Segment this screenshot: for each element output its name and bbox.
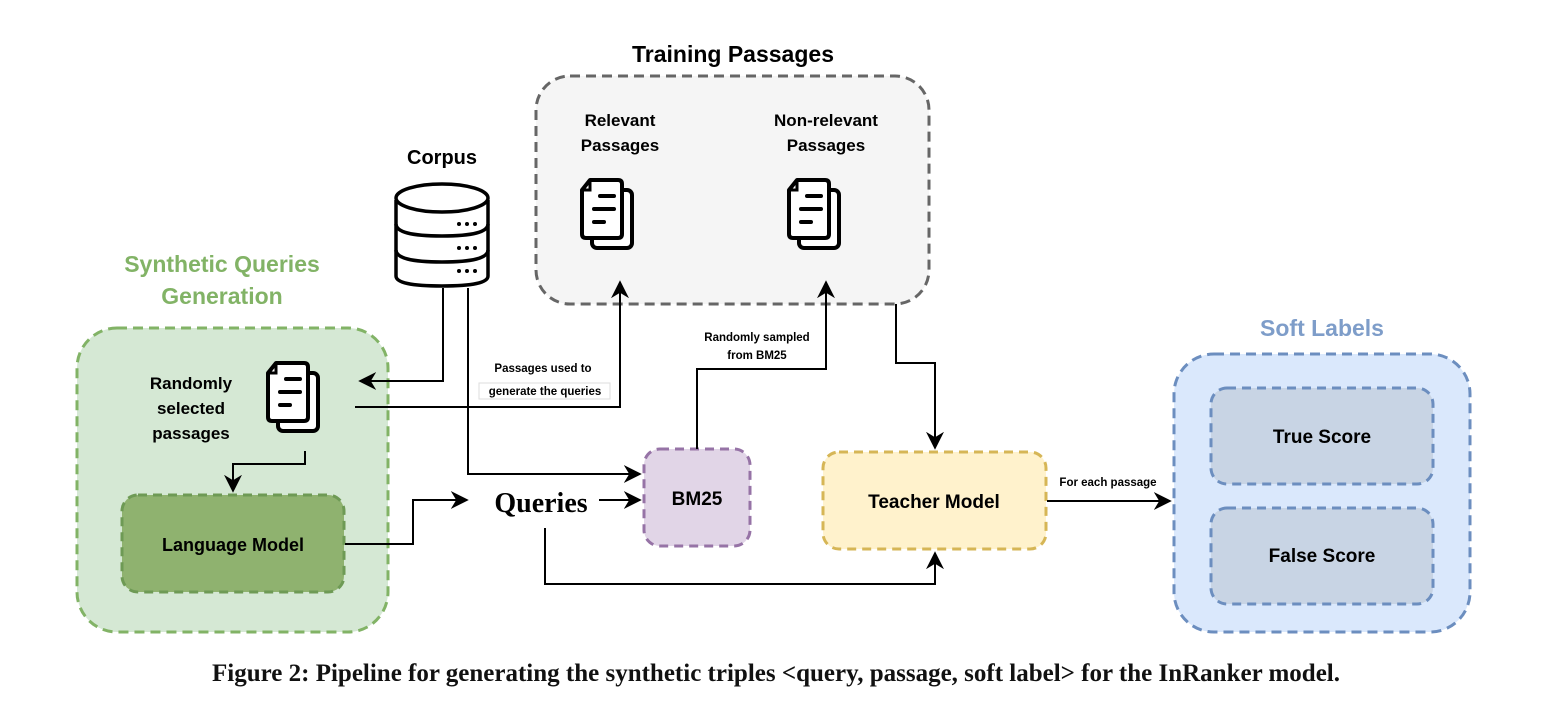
teacher-model-node <box>821 450 1048 551</box>
edge-lm-to-queries <box>345 491 469 545</box>
selected-passages-line2: selected <box>157 399 225 418</box>
synthetic-queries-title-line1: Synthetic Queries <box>124 251 320 277</box>
training-passages-title: Training Passages <box>632 41 834 67</box>
edge-label-randomly-sampled-line2: from BM25 <box>727 350 787 362</box>
selected-passages-documents-icon <box>266 361 320 433</box>
non-relevant-label-line1: Non-relevant <box>774 111 878 130</box>
language-model-node <box>120 493 346 594</box>
edge-label-passages-used-bg <box>478 382 611 400</box>
false-score-label: False Score <box>1269 546 1376 567</box>
edge-label-randomly-sampled-line1: Randomly sampled <box>704 332 809 344</box>
database-icon <box>394 182 490 288</box>
pipeline-diagram: Training Passages Relevant Passages Non-… <box>75 41 1472 634</box>
teacher-model-label: Teacher Model <box>868 492 1000 513</box>
selected-passages-line3: passages <box>152 424 230 443</box>
figure-caption: Figure 2: Pipeline for generating the sy… <box>212 660 1340 687</box>
edge-training-to-teacher <box>895 304 944 450</box>
false-score-box <box>1209 506 1435 606</box>
non-relevant-documents-icon <box>787 178 841 250</box>
queries-label: Queries <box>494 488 587 519</box>
relevant-label-line2: Passages <box>581 136 659 155</box>
edge-corpus-to-selected <box>358 288 444 390</box>
corpus-label: Corpus <box>407 147 477 169</box>
corpus-node: Corpus <box>394 147 490 288</box>
edge-selected-to-lm <box>224 451 306 493</box>
soft-labels-title: Soft Labels <box>1260 315 1384 341</box>
synthetic-queries-title-line2: Generation <box>161 283 282 309</box>
edge-label-passages-used-line2: generate the queries <box>489 386 601 398</box>
relevant-label-line1: Relevant <box>585 111 656 130</box>
edge-bm25-to-nonrelevant <box>696 280 835 449</box>
edge-queries-to-teacher <box>544 528 944 585</box>
true-score-box <box>1209 386 1435 486</box>
language-model-label: Language Model <box>162 535 304 555</box>
edge-corpus-to-bm25 <box>467 288 642 483</box>
edge-selected-to-relevant <box>355 280 629 408</box>
soft-labels-group: Soft Labels True Score False Score <box>1172 315 1472 634</box>
edge-label-for-each-passage: For each passage <box>1059 477 1156 489</box>
relevant-documents-icon <box>580 178 634 250</box>
training-passages-group: Training Passages Relevant Passages Non-… <box>534 41 931 306</box>
edge-label-passages-used-line1: Passages used to <box>494 363 591 375</box>
non-relevant-label-line2: Passages <box>787 136 865 155</box>
bm25-label: BM25 <box>672 489 723 510</box>
selected-passages-line1: Randomly <box>150 374 233 393</box>
true-score-label: True Score <box>1273 427 1371 448</box>
synthetic-queries-group: Synthetic Queries Generation Randomly se… <box>75 251 390 634</box>
